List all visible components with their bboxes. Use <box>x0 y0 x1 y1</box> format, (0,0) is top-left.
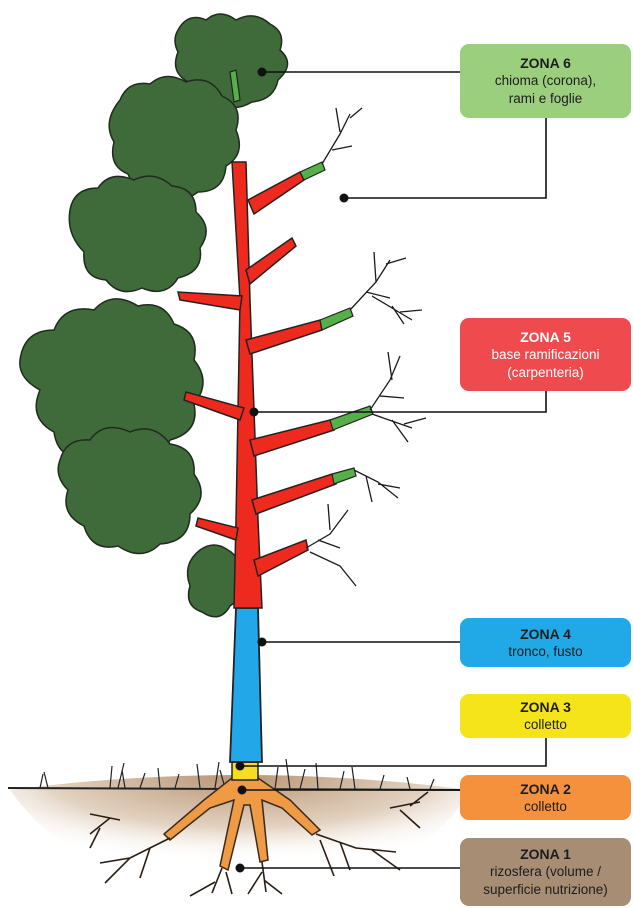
zone-5-title: ZONA 5 <box>464 328 627 346</box>
zone-4-description: tronco, fusto <box>464 643 627 661</box>
zone-1-label: ZONA 1 rizosfera (volume / superficie nu… <box>460 838 631 906</box>
zone-2-description: colletto <box>464 798 627 816</box>
zone-5-description: base ramificazioni (carpenteria) <box>464 346 627 382</box>
zone-6-description: chioma (corona), rami e foglie <box>464 72 627 108</box>
zone-1-description: rizosfera (volume / superficie nutrizion… <box>464 863 627 899</box>
trunk <box>230 608 262 762</box>
zone-2-label: ZONA 2 colletto <box>460 775 631 820</box>
zone-3-description: colletto <box>464 716 627 734</box>
zone-6-title: ZONA 6 <box>464 54 627 72</box>
zone-4-title: ZONA 4 <box>464 625 627 643</box>
zone-4-label: ZONA 4 tronco, fusto <box>460 618 631 667</box>
zone-6-label: ZONA 6 chioma (corona), rami e foglie <box>460 44 631 118</box>
zone-3-title: ZONA 3 <box>464 698 627 716</box>
zone-2-title: ZONA 2 <box>464 780 627 798</box>
bare-twigs <box>306 108 426 586</box>
zone-3-label: ZONA 3 colletto <box>460 694 631 738</box>
zone-5-label: ZONA 5 base ramificazioni (carpenteria) <box>460 318 631 391</box>
zone-1-title: ZONA 1 <box>464 845 627 863</box>
